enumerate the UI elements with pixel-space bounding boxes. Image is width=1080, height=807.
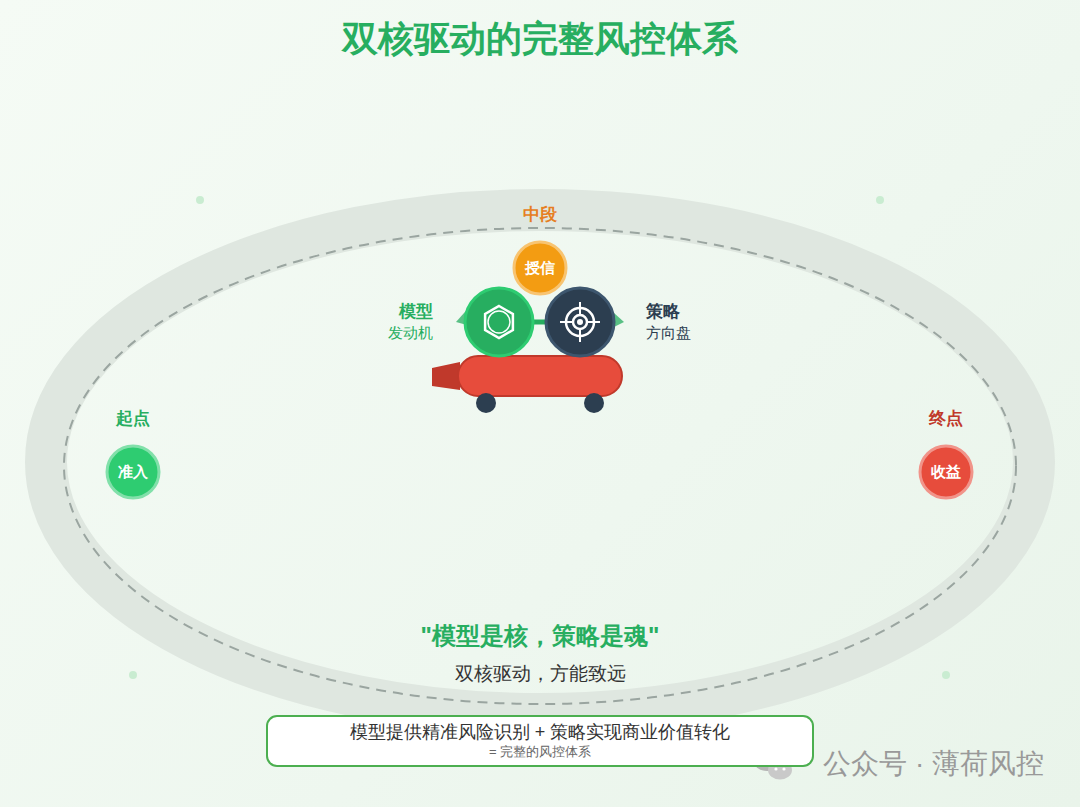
car-wheel	[584, 393, 604, 413]
wheel-subtitle: 方向盘	[646, 323, 691, 343]
summary-subtext: = 完整的风控体系	[489, 743, 591, 761]
circle-content: 收益	[918, 444, 974, 500]
deco-dot	[876, 196, 884, 204]
stage-circle: 收益终点	[918, 444, 974, 500]
wheel-caption: 策略方向盘	[646, 301, 691, 343]
box-content: 模型提供精准风险识别 + 策略实现商业价值转化= 完整的风控体系	[266, 715, 814, 767]
deco-dot	[196, 196, 204, 204]
watermark: 公众号 · 薄荷风控	[823, 745, 1044, 783]
car-body	[458, 356, 622, 396]
deco-dot	[129, 671, 137, 679]
stage-heading: 终点	[929, 407, 963, 430]
summary-box: 模型提供精准风险识别 + 策略实现商业价值转化= 完整的风控体系	[266, 715, 814, 767]
circle-label: 准入	[118, 463, 148, 481]
stage-heading: 中段	[523, 203, 557, 226]
circle-outline	[544, 286, 616, 358]
stage-circle: 模型发动机	[463, 286, 535, 358]
motto-quote: "模型是核，策略是魂"	[0, 620, 1080, 652]
diagram-title: 双核驱动的完整风控体系	[0, 15, 1080, 64]
wheel-title: 模型	[388, 301, 433, 323]
car-wheel	[476, 393, 496, 413]
wheel-subtitle: 发动机	[388, 323, 433, 343]
circle-label: 收益	[931, 463, 961, 481]
circle-content: 授信	[512, 240, 568, 296]
circle-outline	[463, 286, 535, 358]
car-exhaust	[432, 362, 460, 390]
stage-circle: 策略方向盘	[544, 286, 616, 358]
wheel-title: 策略	[646, 301, 691, 323]
stage-circle: 授信中段	[512, 240, 568, 296]
circle-content: 准入	[105, 444, 161, 500]
stage-circle: 准入起点	[105, 444, 161, 500]
deco-dot	[942, 671, 950, 679]
axle-connector	[533, 320, 546, 325]
circle-label: 授信	[525, 259, 555, 277]
stage-heading: 起点	[116, 407, 150, 430]
wheel-caption: 模型发动机	[388, 301, 433, 343]
summary-text: 模型提供精准风险识别 + 策略实现商业价值转化	[350, 721, 731, 743]
motto-subtitle: 双核驱动，方能致远	[0, 661, 1080, 687]
